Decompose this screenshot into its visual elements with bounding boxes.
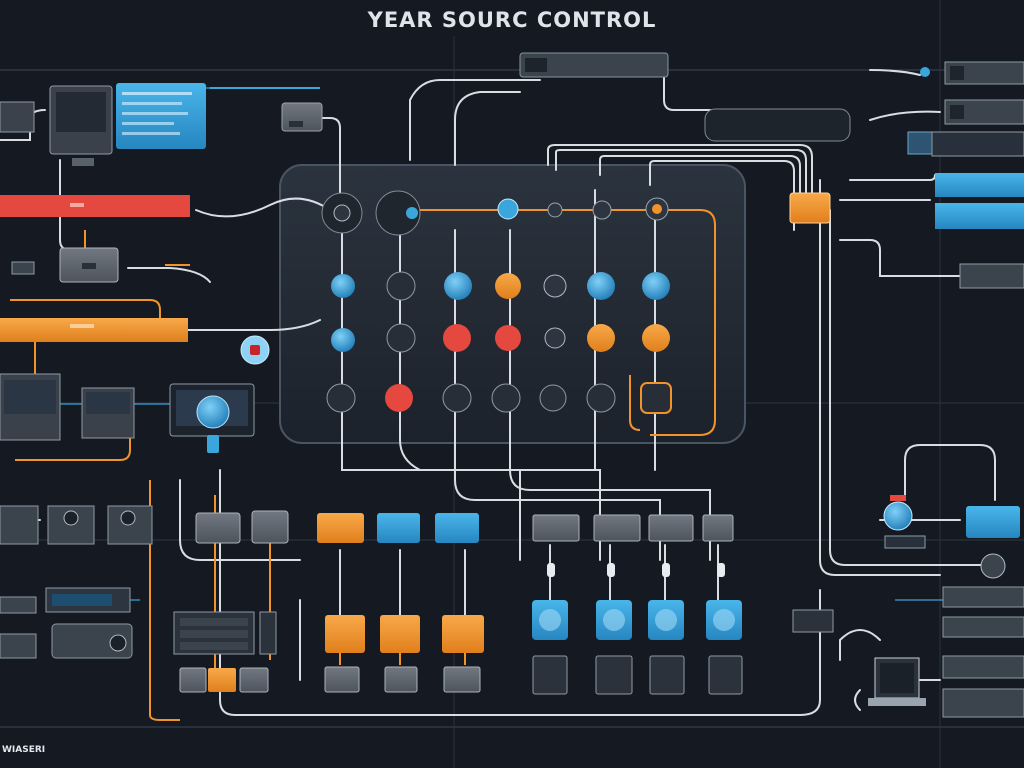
wiring [0, 69, 996, 716]
left-grey-node[interactable] [59, 247, 119, 283]
right-blue-box[interactable] [966, 506, 1020, 538]
center-left-monitor[interactable] [169, 383, 255, 453]
right-blue-node[interactable] [883, 495, 926, 549]
right-round-device[interactable] [980, 553, 1006, 579]
left-monitors[interactable] [0, 373, 135, 441]
lower-orange-modules[interactable] [325, 615, 484, 653]
panel-row-1[interactable] [331, 271, 670, 301]
right-orange-module[interactable] [789, 192, 831, 224]
right-blue-panels [907, 131, 1024, 289]
server-rack[interactable] [173, 611, 277, 655]
right-top-monitor[interactable] [944, 61, 1024, 125]
top-center-device[interactable] [519, 52, 669, 78]
right-top-connector [920, 67, 930, 77]
right-lower-stack[interactable] [792, 586, 1024, 718]
left-top-monitor[interactable] [49, 85, 113, 166]
lower-left-camera-row[interactable] [0, 505, 153, 545]
panel-row-3[interactable] [326, 382, 672, 414]
center-left-node-icon [196, 395, 230, 429]
left-top-small-device[interactable] [0, 101, 35, 133]
bottom-box-row[interactable] [179, 655, 743, 695]
left-camera-node[interactable] [240, 335, 270, 365]
bottom-left-label: WIASERI [2, 745, 45, 755]
laptop-icon[interactable] [868, 657, 926, 706]
left-small-jack[interactable] [11, 261, 35, 275]
panel-row-2[interactable] [331, 323, 670, 353]
small-connectors [547, 563, 725, 577]
left-orange-bar [0, 318, 188, 342]
lower-blue-modules[interactable] [532, 600, 742, 640]
camera-icon [63, 510, 79, 526]
middle-box-row[interactable] [195, 510, 734, 544]
panel-top-knobs[interactable] [321, 190, 669, 236]
top-blue-panel [116, 83, 206, 149]
left-red-bar [0, 195, 190, 217]
top-right-pill[interactable] [704, 108, 851, 142]
lower-left-racks[interactable] [0, 587, 133, 659]
top-grey-node[interactable] [281, 102, 323, 132]
